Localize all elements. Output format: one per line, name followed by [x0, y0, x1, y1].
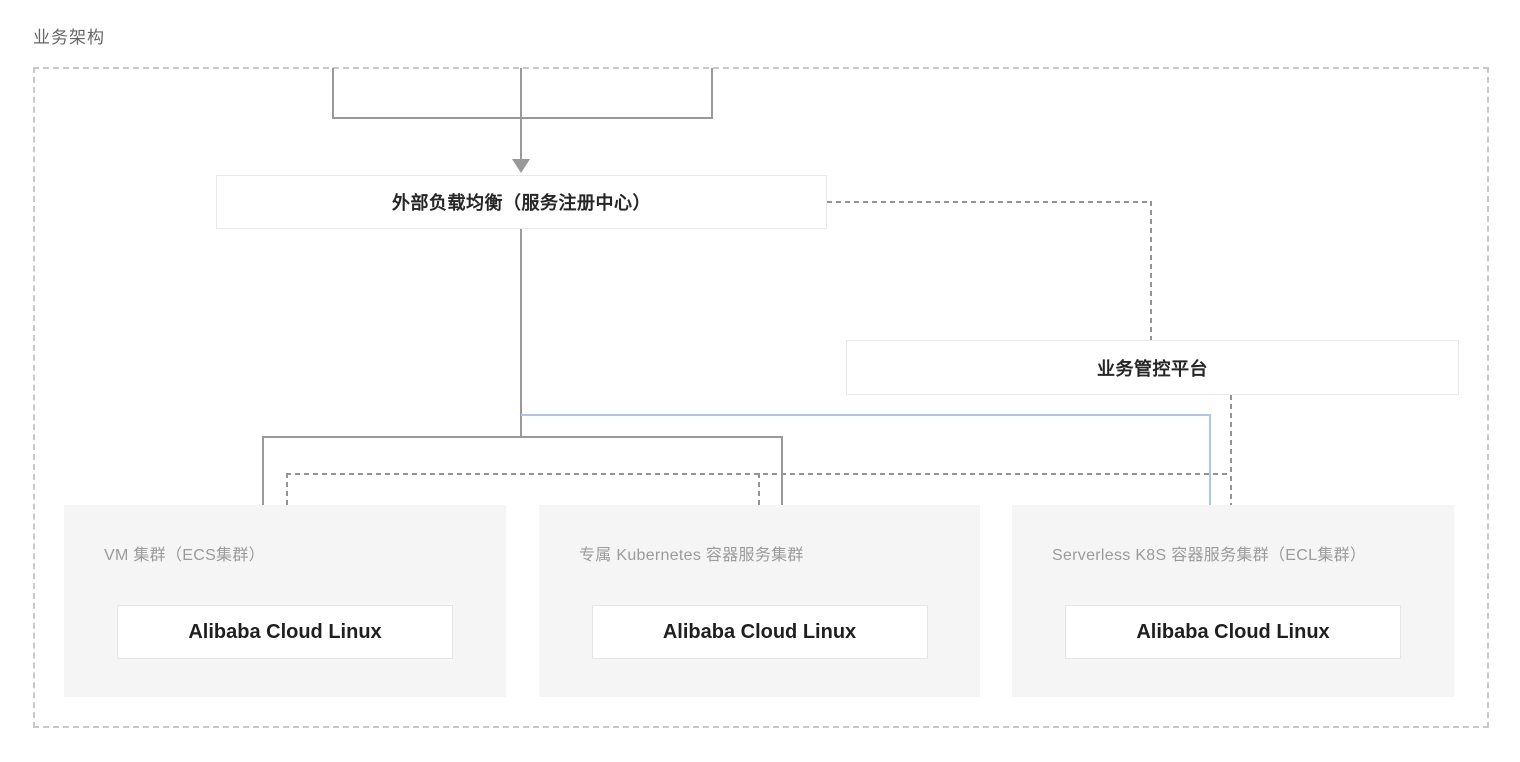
lb-down-line — [520, 229, 522, 437]
blue-connector-vertical — [1209, 414, 1211, 505]
lb-to-platform-dash-vertical — [1150, 201, 1152, 340]
diagram-boundary-frame — [33, 67, 1489, 728]
cluster-vm-os-node: Alibaba Cloud Linux — [117, 605, 453, 659]
platform-dash-drop-cluster2 — [758, 473, 760, 505]
top-bus-left-line — [332, 68, 334, 119]
arrow-down-icon — [512, 159, 530, 173]
blue-connector-horizontal — [521, 414, 1211, 416]
cluster-bus-line — [262, 436, 783, 438]
cluster-kubernetes-os-label: Alibaba Cloud Linux — [662, 620, 857, 643]
top-bus-right-line — [711, 68, 713, 119]
cluster-serverless-k8s: Serverless K8S 容器服务集群（ECL集群） Alibaba Clo… — [1012, 505, 1454, 697]
platform-down-dash-vertical — [1230, 395, 1232, 505]
cluster-kubernetes: 专属 Kubernetes 容器服务集群 Alibaba Cloud Linux — [539, 505, 980, 697]
cluster-serverless-os-label: Alibaba Cloud Linux — [1136, 620, 1330, 643]
cluster-bus-right-drop — [781, 436, 783, 505]
load-balancer-node: 外部负载均衡（服务注册中心） — [216, 175, 827, 229]
cluster-vm-os-label: Alibaba Cloud Linux — [188, 620, 382, 643]
page-title: 业务架构 — [33, 28, 105, 47]
cluster-kubernetes-os-node: Alibaba Cloud Linux — [591, 605, 928, 659]
cluster-bus-left-drop — [262, 436, 264, 505]
top-bus-line — [332, 117, 713, 119]
top-center-line — [520, 68, 522, 161]
cluster-serverless-os-node: Alibaba Cloud Linux — [1065, 605, 1401, 659]
lb-to-platform-dash-horizontal — [827, 201, 1151, 203]
load-balancer-label: 外部负载均衡（服务注册中心） — [392, 193, 651, 213]
control-platform-node: 业务管控平台 — [846, 340, 1459, 395]
control-platform-label: 业务管控平台 — [1097, 358, 1208, 379]
cluster-vm-ecs-label: VM 集群（ECS集群） — [104, 547, 265, 564]
cluster-vm-ecs: VM 集群（ECS集群） Alibaba Cloud Linux — [64, 505, 506, 697]
cluster-serverless-k8s-label: Serverless K8S 容器服务集群（ECL集群） — [1052, 547, 1367, 564]
platform-dash-drop-cluster1 — [286, 473, 288, 505]
cluster-kubernetes-label: 专属 Kubernetes 容器服务集群 — [579, 547, 804, 564]
